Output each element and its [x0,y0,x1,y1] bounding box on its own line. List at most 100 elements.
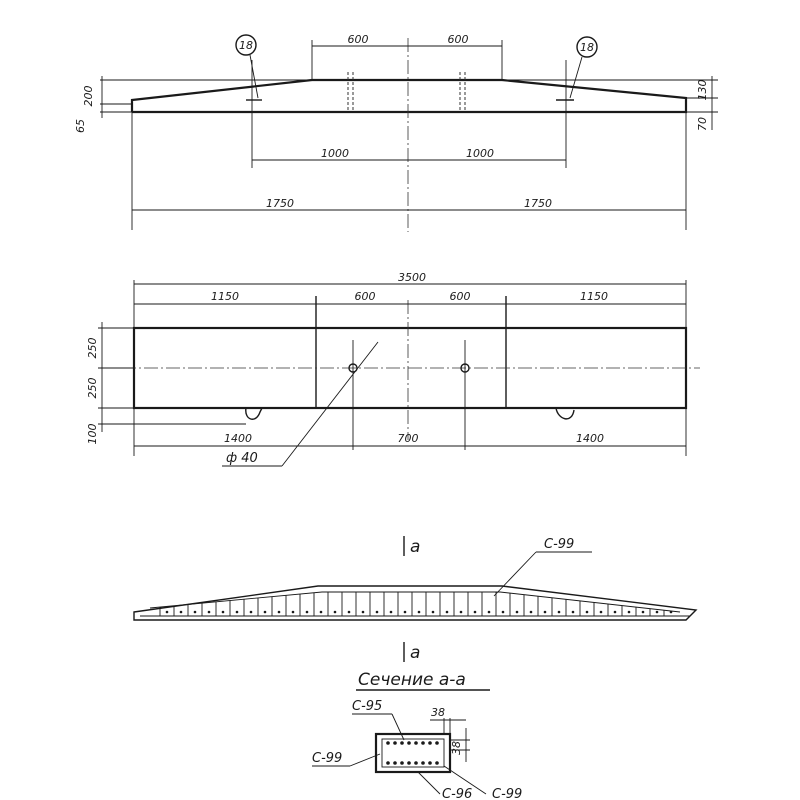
rebar-dot [435,741,439,745]
rebar-dot [165,610,169,614]
dim-250: 250 [86,338,99,359]
callout-leader [569,56,583,99]
dim-600: 600 [348,33,369,46]
rebar-dot [386,741,390,745]
section-title: Сечение а-а [358,670,466,690]
bar-label-c96: С-96 [442,787,472,800]
rebar-dot [361,610,365,614]
callout-leader [249,54,259,99]
rebar-dot [305,610,309,614]
rebar-dot [487,610,491,614]
lifting-loop [555,407,575,420]
hole-leader [281,341,379,467]
rebar-dot [543,610,547,614]
rebar-dot [459,610,463,614]
rebar-dot [319,610,323,614]
rebar-dot [613,610,617,614]
label-leader [493,551,537,597]
dim-1750: 1750 [266,197,294,210]
reinforcement-view: a a С-99 [133,536,698,663]
dim-1150: 1150 [211,290,239,303]
rebar-dot [529,610,533,614]
rebar-dot [473,610,477,614]
rebar-dot [407,761,411,765]
rebar-dot [421,761,425,765]
dim-1000: 1000 [321,147,349,160]
plan-view: 3500 1150 600 600 1150 250 250 100 1400 … [86,271,700,467]
label-leader [391,713,405,741]
rebar-dot [249,610,253,614]
rebar-dot [655,610,659,614]
rebar-dot [431,610,435,614]
rebar-dot [571,610,575,614]
rebar-dot [400,761,404,765]
beam-outline [130,78,688,114]
rebar-dot [407,741,411,745]
rebar-dot [179,610,183,614]
rebar-dot [428,741,432,745]
dim-70: 70 [696,117,709,131]
hole-diameter-label: ф 40 [226,451,258,466]
section-view: Сечение а-а 38 38 С-95 С-99 С-96 С-99 [312,670,522,800]
callout-circle [576,36,598,58]
label-leader [443,765,487,795]
rebar-dot [263,610,267,614]
top-bar [149,591,681,613]
lifting-loop [245,407,263,420]
dim-1750: 1750 [524,197,552,210]
dim-1400: 1400 [576,432,604,445]
section-mark: a [410,537,420,557]
rebar-dot [515,610,519,614]
rebar-dot [414,761,418,765]
rebar-dot [435,761,439,765]
section-outline [374,732,452,774]
cage-outline [133,585,698,621]
stirrup-group [159,592,673,616]
dim-600: 600 [355,290,376,303]
rebar-dot [445,610,449,614]
dim-600: 600 [448,33,469,46]
elevation-view: 18 18 600 600 200 65 130 70 1000 1000 [74,33,718,232]
callout-circle [235,34,257,56]
callout-label: 18 [580,41,594,54]
rebar-dot [400,741,404,745]
rebar-dot [193,610,197,614]
rebar-dot [221,610,225,614]
dim-65: 65 [74,119,87,133]
bar-label-c99: С-99 [312,751,342,766]
label-leader [417,771,441,795]
rebar-dot [421,741,425,745]
bar-label-c95: С-95 [352,699,382,714]
dim-130: 130 [696,80,709,101]
rebar-dot [641,610,645,614]
rebar-dot [277,610,281,614]
rebar-dot [347,610,351,614]
dim-1400: 1400 [224,432,252,445]
rebar-dot [393,761,397,765]
dim-600: 600 [450,290,471,303]
callout-label: 18 [239,39,253,52]
rebar-dot [403,610,407,614]
rebar-dot [669,610,673,614]
label-leader [349,753,381,767]
rebar-dot [599,610,603,614]
rebar-dot [333,610,337,614]
rebar-dot [207,610,211,614]
dim-250: 250 [86,378,99,399]
rebar-dot [414,741,418,745]
bar-label-c99: С-99 [492,787,522,800]
rebar-dot [627,610,631,614]
dim-700: 700 [398,432,419,445]
rebar-dot [375,610,379,614]
dim-38: 38 [450,741,463,755]
rebar-dots [386,741,439,765]
stirrup-outline [381,738,445,768]
dim-1150: 1150 [580,290,608,303]
rebar-dot [389,610,393,614]
dim-100: 100 [86,424,99,445]
rebar-dot [417,610,421,614]
rebar-dot [585,610,589,614]
rebar-dot [386,761,390,765]
rebar-dot [393,741,397,745]
